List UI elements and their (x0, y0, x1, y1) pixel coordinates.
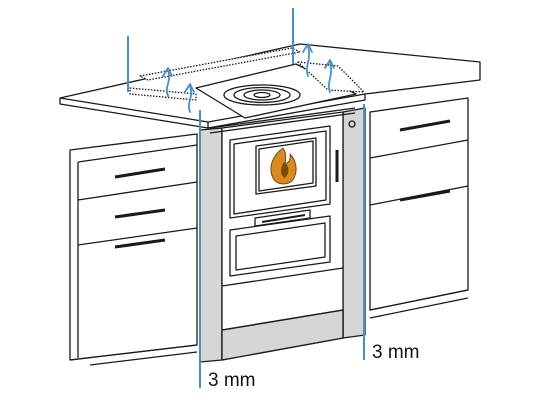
airflow-arrow-3 (302, 43, 313, 77)
vent-slots-back (139, 47, 301, 81)
vent-slots-front (129, 87, 197, 101)
hotplate-rings (223, 84, 301, 106)
drawer-handle-left-1 (114, 167, 166, 179)
storage-drawer (221, 267, 344, 331)
stove-right-side-panel (342, 107, 366, 339)
right-cabinet (369, 97, 469, 319)
right-gap-label: 3 mm (372, 342, 420, 363)
drawer-handle-right-1 (399, 119, 451, 132)
airflow-arrow-4 (324, 59, 335, 93)
control-knob (348, 120, 356, 128)
left-gap-label: 3 mm (208, 370, 256, 391)
airflow-arrow-1 (162, 67, 173, 97)
flame-icon (270, 147, 297, 185)
oven-door (229, 215, 331, 277)
left-cabinet (69, 133, 198, 366)
stove-left-side-panel (199, 127, 223, 363)
drawer-handle-right-2 (399, 189, 451, 202)
airflow-arrow-2 (184, 83, 195, 113)
drawer-handle-left-3 (114, 238, 166, 249)
drawer-handle-left-2 (114, 208, 166, 219)
